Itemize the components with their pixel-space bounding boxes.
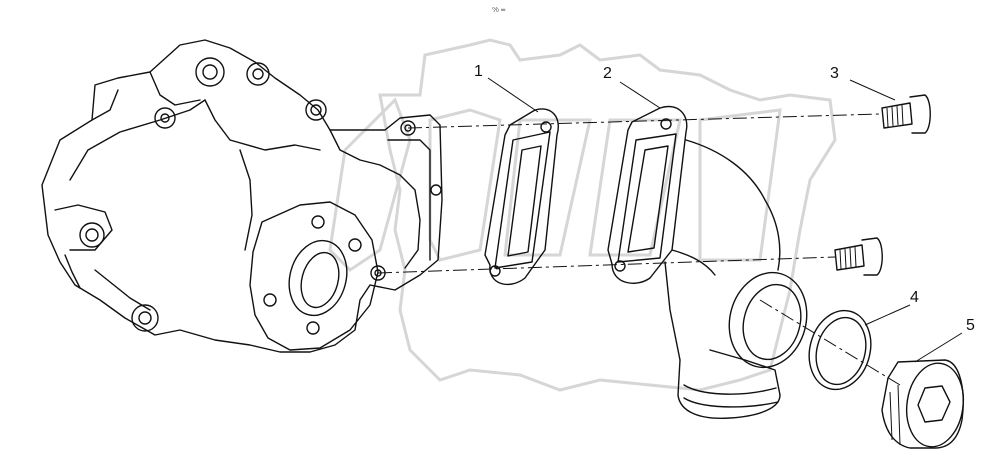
assembly-lines xyxy=(377,113,901,386)
watermark xyxy=(328,38,837,392)
elbow-outlet-pipe xyxy=(607,105,808,419)
o-ring xyxy=(808,309,872,391)
callout-5: 5 xyxy=(966,317,975,334)
leader-4 xyxy=(864,304,911,326)
plug xyxy=(881,359,965,449)
callout-1: 1 xyxy=(474,63,483,80)
lower-bolt xyxy=(834,237,883,276)
callouts: 1 2 3 4 5 xyxy=(474,63,975,363)
leader-5 xyxy=(914,332,963,363)
top-mark: ⁰⁄₀ ═ xyxy=(492,6,506,14)
leader-3 xyxy=(849,79,896,101)
callout-4: 4 xyxy=(910,289,919,306)
leader-1 xyxy=(487,77,539,113)
upper-bolt xyxy=(881,94,931,134)
water-pump-housing xyxy=(41,39,443,353)
leader-2 xyxy=(619,81,661,109)
callout-2: 2 xyxy=(603,65,612,82)
gasket xyxy=(484,108,559,286)
callout-3: 3 xyxy=(830,65,839,82)
